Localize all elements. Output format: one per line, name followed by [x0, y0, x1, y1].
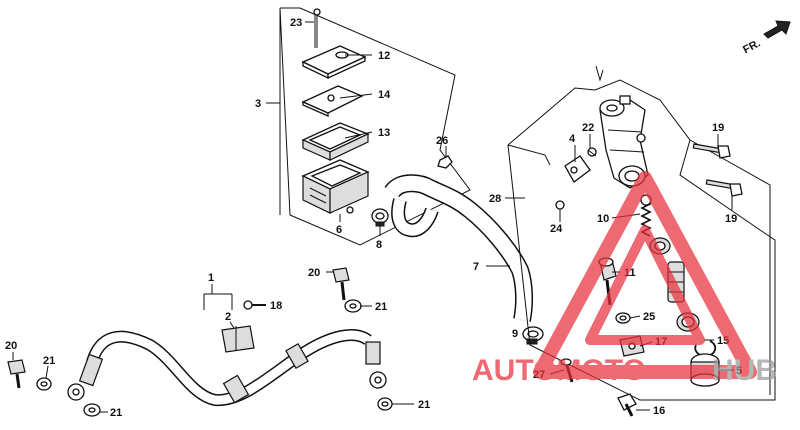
callout-24: 24 [550, 223, 563, 235]
callout-20-upper: 20 [308, 267, 320, 279]
group-bracket-1 [203, 284, 233, 310]
callout-21-left: 21 [43, 355, 55, 367]
watermark-text-gray: HUB [712, 354, 777, 387]
reservoir-body-6 [301, 159, 370, 214]
washer-25 [615, 312, 631, 324]
callout-9: 9 [512, 328, 518, 340]
callout-26: 26 [436, 135, 448, 147]
front-direction-arrow: FR. [741, 20, 791, 56]
hose-clamp-8 [371, 208, 389, 227]
washer-21-upper [344, 299, 362, 313]
washer-21-right [377, 397, 393, 411]
callout-11: 11 [624, 267, 636, 279]
reservoir-cap-12 [301, 45, 367, 80]
callout-21-upper: 21 [375, 301, 387, 313]
callout-1: 1 [208, 272, 214, 284]
master-cylinder-body [599, 95, 649, 189]
callout-19-lower: 19 [725, 213, 737, 225]
banjo-bolt-20-upper [332, 267, 350, 301]
callout-21-right: 21 [418, 399, 430, 411]
washer-21-bottom [83, 403, 101, 417]
master-cylinder-frame [507, 79, 776, 401]
reservoir-hose-7 [384, 174, 534, 322]
screw-23 [313, 8, 321, 48]
bolt-19-lower [705, 179, 743, 197]
callout-18: 18 [270, 300, 282, 312]
hose-clamp-2 [221, 325, 255, 353]
washer-21-left [36, 377, 52, 391]
callout-25: 25 [643, 311, 655, 323]
hose-clamp-9 [522, 326, 544, 345]
bolt-16 [617, 393, 637, 417]
bolt-19-upper [692, 143, 731, 159]
callout-23: 23 [290, 17, 302, 29]
diaphragm-plate-14 [301, 85, 364, 117]
bracket-4 [564, 155, 591, 183]
callout-3: 3 [255, 98, 261, 110]
callout-8: 8 [376, 239, 382, 251]
pointer-mark [595, 65, 604, 82]
callout-labels: 23 12 14 13 3 26 6 8 4 22 28 24 10 7 11 … [5, 17, 742, 419]
callout-4: 4 [569, 133, 576, 145]
callout-20-lower: 20 [5, 340, 17, 352]
callout-19-upper: 19 [712, 122, 724, 134]
callout-2: 2 [225, 311, 231, 323]
reservoir-assembly-frame [279, 7, 471, 246]
watermark-logo-triangle [533, 171, 757, 379]
callout-21-bottom: 21 [110, 407, 122, 419]
screw-24 [555, 200, 565, 216]
watermark: AUTOMOTO HUB [472, 171, 777, 387]
brake-hose-1 [67, 329, 387, 407]
callout-6: 6 [336, 224, 342, 236]
callout-14: 14 [378, 89, 391, 101]
callout-12: 12 [378, 50, 390, 62]
direction-marker-label: FR. [741, 37, 762, 56]
clip-26 [437, 155, 453, 169]
callout-28: 28 [489, 193, 501, 205]
callout-13: 13 [378, 127, 390, 139]
clip-22 [587, 147, 597, 157]
callout-16: 16 [653, 405, 665, 417]
callout-10: 10 [597, 213, 609, 225]
callout-22: 22 [582, 122, 594, 134]
watermark-text-red: AUTOMOTO [472, 354, 646, 387]
callout-7: 7 [473, 261, 479, 273]
banjo-bolt-20-lower [7, 359, 26, 389]
diaphragm-13 [301, 122, 370, 161]
